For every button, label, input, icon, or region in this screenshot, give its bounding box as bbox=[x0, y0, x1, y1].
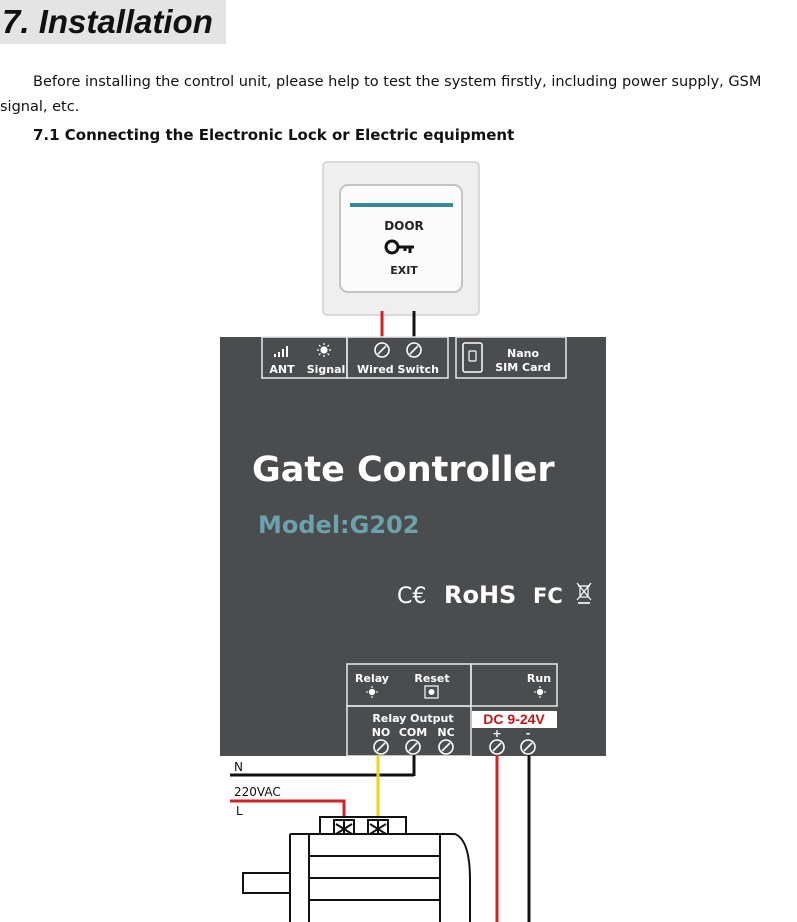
reset-button-icon bbox=[424, 685, 439, 699]
sim-label-line2: SIM Card bbox=[495, 361, 551, 374]
fcc-mark: FC bbox=[533, 584, 563, 608]
door-exit-button: DOOR EXIT bbox=[322, 161, 480, 316]
subsection-heading: 7.1 Connecting the Electronic Lock or El… bbox=[33, 126, 515, 144]
top-port-panel bbox=[261, 336, 567, 379]
intro-paragraph: Before installing the control unit, plea… bbox=[0, 74, 762, 115]
controller-title: Gate Controller bbox=[252, 450, 555, 490]
run-label: Run bbox=[527, 672, 551, 685]
wired-switch-terminal-2 bbox=[406, 342, 422, 358]
relay-no-label: NO bbox=[372, 726, 391, 739]
relay-led-label: Relay bbox=[355, 672, 389, 685]
ant-label: ANT bbox=[269, 363, 295, 376]
signal-bars-icon bbox=[274, 346, 288, 357]
section-heading: 7. Installation bbox=[0, 0, 226, 44]
voltage-label: 220VAC bbox=[234, 785, 281, 799]
exit-button-door-label: DOOR bbox=[384, 219, 424, 233]
lower-white-area bbox=[220, 756, 606, 922]
wiring-diagram: DOOR EXIT ANT Signal Wired Switch bbox=[220, 161, 606, 922]
dc-voltage-label: DC 9-24V bbox=[483, 711, 545, 727]
dc-minus-terminal bbox=[520, 739, 536, 755]
dc-plus-terminal bbox=[489, 739, 505, 755]
wired-switch-label: Wired Switch bbox=[357, 363, 439, 376]
relay-com-terminal bbox=[405, 739, 421, 755]
relay-nc-label: NC bbox=[437, 726, 454, 739]
run-led-icon bbox=[534, 686, 546, 698]
sim-label-line1: Nano bbox=[507, 347, 539, 360]
motor-illustration bbox=[242, 816, 471, 922]
relay-com-label: COM bbox=[399, 726, 427, 739]
dc-plus-label: + bbox=[492, 727, 501, 740]
ce-mark: C€ bbox=[397, 584, 426, 609]
sim-card-icon bbox=[462, 342, 483, 373]
relay-no-terminal bbox=[373, 739, 389, 755]
reset-label: Reset bbox=[414, 672, 449, 685]
dc-minus-label: - bbox=[526, 727, 531, 740]
relay-output-label: Relay Output bbox=[372, 712, 453, 725]
relay-nc-terminal bbox=[438, 739, 454, 755]
relay-led-icon bbox=[366, 686, 378, 698]
weee-bin-icon bbox=[576, 582, 592, 604]
key-icon bbox=[384, 239, 414, 255]
signal-led-icon bbox=[317, 343, 331, 357]
wired-switch-terminal-1 bbox=[374, 342, 390, 358]
rohs-mark: RoHS bbox=[444, 581, 516, 609]
dc-label-box bbox=[472, 711, 557, 728]
signal-label: Signal bbox=[307, 363, 346, 376]
neutral-label: N bbox=[234, 760, 243, 774]
live-label: L bbox=[236, 804, 243, 818]
controller-model: Model:G202 bbox=[258, 511, 419, 539]
exit-button-exit-label: EXIT bbox=[390, 264, 418, 277]
